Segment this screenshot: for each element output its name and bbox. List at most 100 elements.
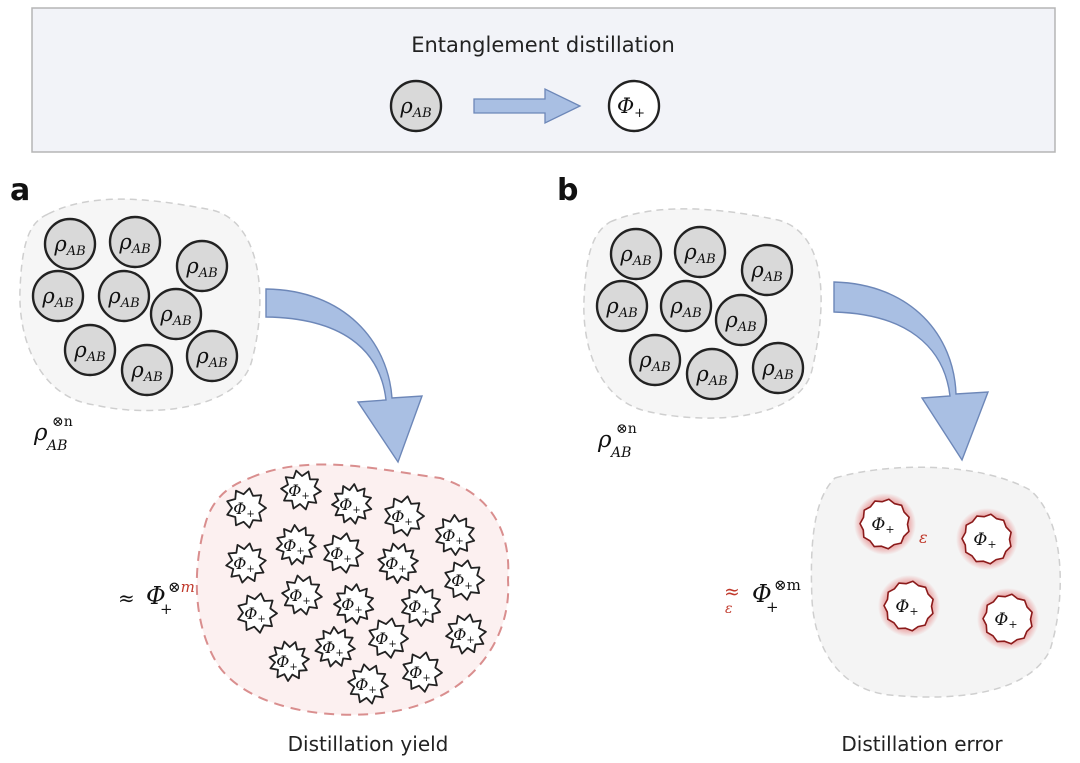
panel-b-curved-arrow: [833, 281, 990, 462]
rho-state: ρAB: [43, 217, 97, 271]
noisy-phi-state: Φ+: [280, 469, 322, 511]
rho-state-circle: [659, 279, 713, 333]
noisy-phi-state: Φ+: [402, 651, 443, 693]
header-output-subscript: +: [634, 106, 645, 121]
svg-text:ρAB: ρAB: [683, 240, 715, 267]
rho-subscript: AB: [696, 252, 716, 267]
svg-text:Φ+: Φ+: [288, 481, 310, 502]
noisy-phi-shape: [281, 574, 323, 616]
rho-subscript: AB: [763, 270, 783, 285]
panel-b-ensemble-superscript: ⊗n: [616, 421, 637, 437]
noisy-phi-shape: [268, 640, 310, 682]
panel-b-output-ensemble: Φ⊗m+: [752, 576, 801, 616]
svg-text:Φ+: Φ+: [409, 663, 431, 684]
rho-state: ρAB: [685, 347, 739, 401]
svg-text:Φ+: Φ+: [276, 652, 298, 673]
rho-state-circle: [120, 343, 174, 397]
noisy-phi-shape: [225, 542, 267, 584]
rho-state: ρAB: [97, 269, 151, 323]
phi-subscript: +: [388, 639, 396, 650]
noisy-phi-state: Φ+: [401, 585, 441, 627]
phi-symbol: Φ: [409, 663, 422, 682]
rho-symbol: ρ: [695, 362, 709, 386]
svg-text:Φ+: Φ+: [451, 571, 473, 592]
phi-subscript: +: [987, 538, 996, 551]
rho-subscript: AB: [120, 296, 140, 311]
rho-symbol: ρ: [761, 356, 775, 380]
svg-text:Φ+: Φ+: [283, 536, 305, 557]
panel-a-output-otimes: ⊗: [168, 578, 181, 596]
panel-a-ensemble-symbol: ρ: [33, 420, 48, 446]
phi-subscript: +: [257, 614, 265, 625]
noisy-phi-shape: [323, 532, 364, 574]
header-input-symbol: ρ: [399, 94, 413, 118]
panel-a-curved-arrow: [265, 288, 424, 464]
panel-a-output-ensemble: Φ⊗m+: [146, 578, 195, 618]
noisy-phi-state: Φ+: [333, 583, 375, 625]
svg-text:ρAB: ρAB: [605, 294, 637, 321]
panel-b-output-subscript: +: [766, 598, 779, 616]
rho-state: ρAB: [31, 269, 85, 323]
svg-text:Φ+: Φ+: [453, 625, 475, 646]
svg-text:ρAB: ρAB: [73, 338, 105, 365]
noisy-phi-shape: [333, 583, 375, 625]
rho-symbol: ρ: [73, 338, 87, 362]
rho-state: ρAB: [185, 329, 239, 383]
rho-subscript: AB: [86, 350, 106, 365]
noisy-phi-shape: [402, 651, 443, 693]
noisy-phi-state: Φ+: [434, 514, 476, 556]
phi-symbol: Φ: [451, 571, 464, 590]
phi-symbol: Φ: [283, 536, 296, 555]
panel-b-output-cloud: [810, 466, 1061, 698]
phi-subscript: +: [246, 509, 254, 520]
svg-text:ρAB: ρAB: [195, 344, 227, 371]
svg-text:ρAB: ρAB: [750, 258, 782, 285]
svg-text:Φ+: Φ+: [973, 530, 996, 551]
svg-text:ρAB: ρAB: [107, 284, 139, 311]
header-output-state: Φ+: [607, 79, 661, 133]
phi-symbol: Φ: [408, 597, 421, 616]
svg-text:Φ+: Φ+: [994, 610, 1017, 631]
svg-text:ρAB: ρAB: [669, 294, 701, 321]
noisy-phi-shape: [280, 469, 322, 511]
noisy-phi-shape: [401, 585, 441, 627]
svg-text:Φ+: Φ+: [355, 675, 377, 696]
rho-subscript: AB: [66, 244, 86, 259]
approx-phi-shape: [982, 593, 1033, 645]
svg-text:ρAB: ρAB: [41, 284, 73, 311]
noisy-phi-shape: [445, 613, 487, 655]
phi-symbol: Φ: [391, 507, 404, 526]
rho-state-circle: [108, 215, 162, 269]
approx-phi-shape: [883, 580, 934, 632]
noisy-phi-state: Φ+: [444, 559, 485, 601]
svg-text:ρAB: ρAB: [159, 302, 191, 329]
rho-state-circle: [609, 227, 663, 281]
svg-text:ρAB: ρAB: [130, 358, 162, 385]
noisy-phi-shape: [368, 617, 409, 659]
phi-subscript: +: [466, 635, 474, 646]
phi-subscript: +: [1008, 618, 1017, 631]
rho-subscript: AB: [651, 360, 671, 375]
phi-symbol: Φ: [442, 526, 455, 545]
approx-phi-shape: [859, 498, 910, 550]
svg-text:Φ+: Φ+: [339, 495, 361, 516]
phi-symbol: Φ: [973, 530, 987, 550]
noisy-phi-state: Φ+: [368, 617, 409, 659]
svg-text:ρAB: ρAB: [185, 254, 217, 281]
phi-subscript: +: [246, 564, 254, 575]
rho-state: ρAB: [120, 343, 174, 397]
rho-subscript: AB: [774, 368, 794, 383]
noisy-phi-shape: [434, 514, 476, 556]
svg-text:Φ+: Φ+: [408, 597, 430, 618]
rho-state-circle: [714, 293, 768, 347]
noisy-phi-state: Φ+: [268, 640, 310, 682]
phi-subscript: +: [398, 564, 406, 575]
rho-subscript: AB: [208, 356, 228, 371]
svg-text:Φ+: Φ+: [385, 554, 407, 575]
svg-text:Φ+: Φ+: [617, 94, 645, 121]
rho-symbol: ρ: [41, 284, 55, 308]
noisy-phi-shape: [331, 483, 373, 525]
approx-phi-shape: [961, 513, 1012, 565]
svg-text:ρAB: ρAB: [399, 94, 431, 121]
